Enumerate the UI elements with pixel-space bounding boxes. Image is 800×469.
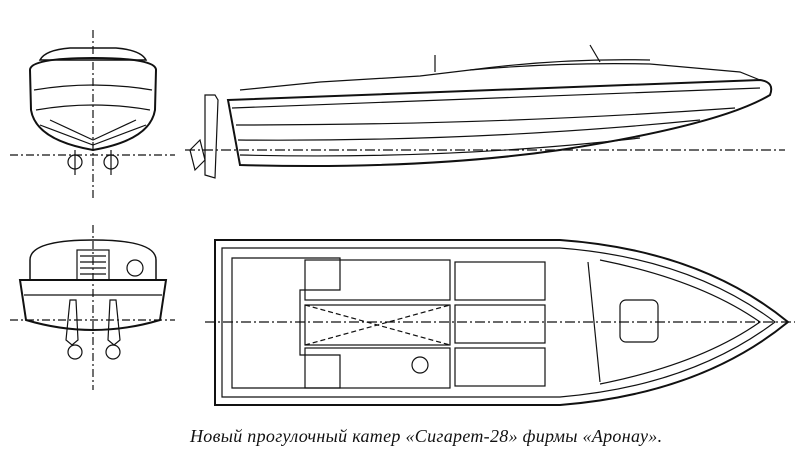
- side-view: [185, 44, 785, 179]
- plan-view: [205, 239, 795, 406]
- rear-view: [10, 225, 175, 390]
- figure-caption: Новый прогулочный катер «Сигарет-28» фир…: [190, 426, 663, 446]
- front-view: [10, 30, 175, 200]
